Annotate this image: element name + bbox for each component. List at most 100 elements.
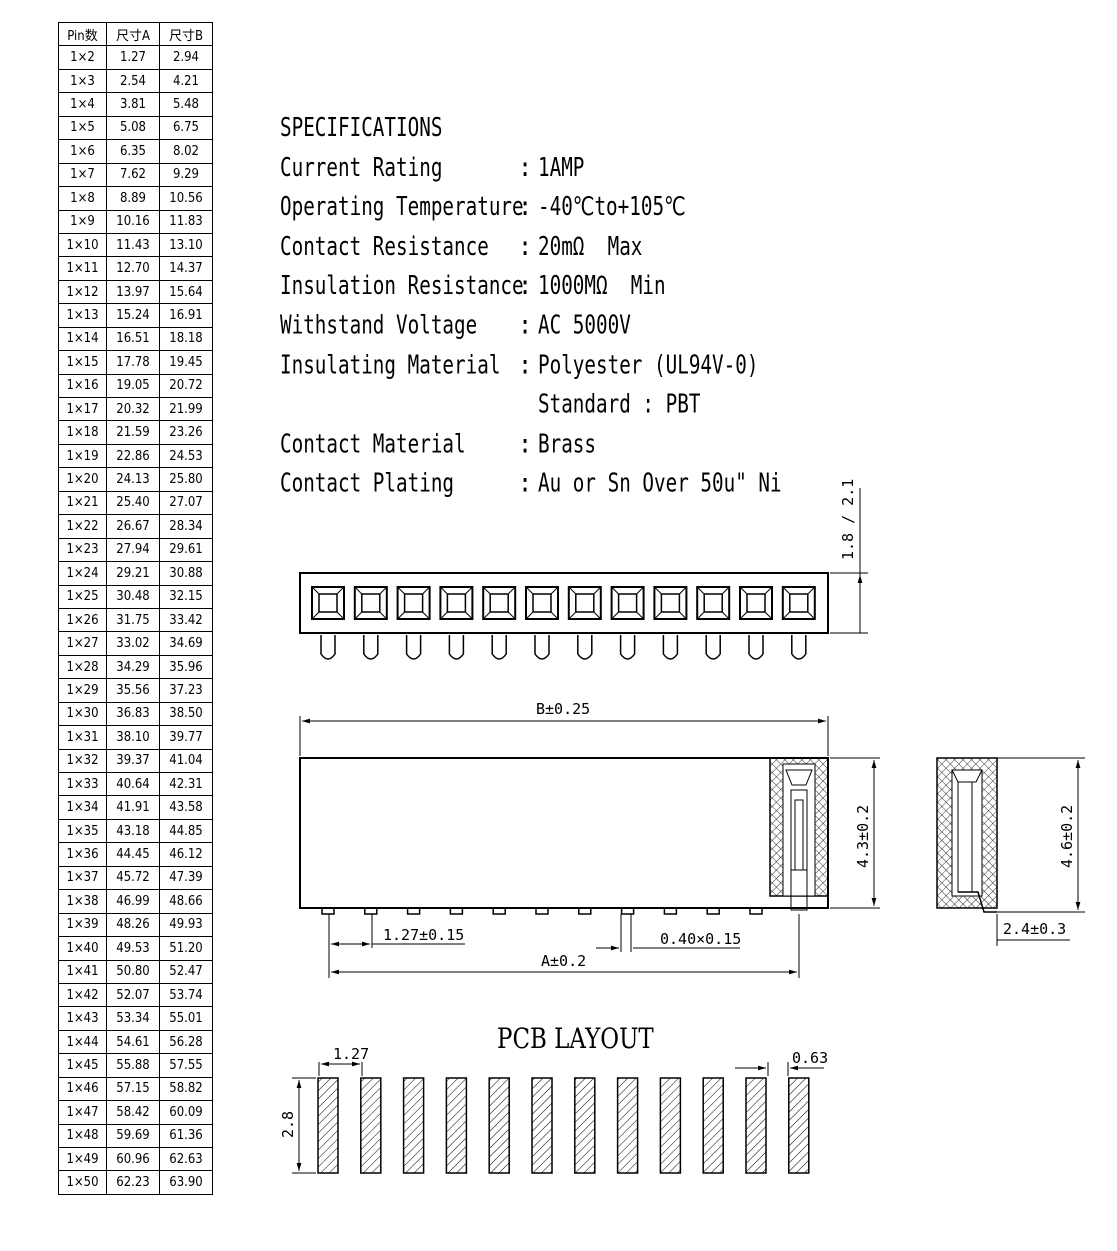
pin-count-cell: 1×22 bbox=[58, 514, 107, 539]
socket-inner bbox=[361, 593, 381, 613]
pin-size-label: 0.40×0.15 bbox=[660, 930, 741, 948]
size-b-cell: 37.23 bbox=[159, 678, 213, 703]
socket-inner bbox=[532, 593, 552, 613]
pin-tail bbox=[619, 635, 636, 660]
pcb-pad bbox=[659, 1077, 682, 1174]
pin-tail bbox=[320, 635, 336, 660]
socket-outer bbox=[610, 586, 645, 620]
spec-colon: : bbox=[518, 191, 533, 222]
size-b-cell: 46.12 bbox=[159, 842, 213, 867]
size-b-cell: 62.63 bbox=[159, 1146, 213, 1172]
pin-count-cell: 1×34 bbox=[58, 795, 107, 820]
pin-stub bbox=[535, 907, 549, 915]
pin-stub bbox=[492, 907, 506, 915]
size-b-cell: 44.85 bbox=[159, 818, 213, 844]
size-b-cell: 15.64 bbox=[159, 279, 213, 305]
pcb-pad bbox=[360, 1077, 382, 1174]
pin-count-cell: 1×19 bbox=[58, 443, 107, 469]
side-height-label: 4.6±0.2 bbox=[1058, 805, 1076, 868]
socket-inner bbox=[489, 593, 509, 613]
pin-tail bbox=[448, 635, 465, 660]
spec-value: AC 5000V bbox=[538, 309, 631, 341]
size-a-cell: 36.83 bbox=[106, 701, 160, 727]
pitch-label: 1.27±0.15 bbox=[383, 926, 464, 944]
socket-outer bbox=[353, 586, 388, 620]
size-a-cell: 33.02 bbox=[106, 631, 160, 656]
size-b-cell: 49.93 bbox=[159, 912, 213, 938]
socket-outer bbox=[439, 586, 474, 620]
size-a-cell: 54.61 bbox=[106, 1029, 160, 1055]
size-a-cell: 46.99 bbox=[106, 889, 160, 914]
pin-tail bbox=[363, 635, 379, 660]
size-b-cell: 63.90 bbox=[159, 1170, 213, 1195]
pin-count-cell: 1×12 bbox=[58, 279, 107, 305]
size-a-cell: 49.53 bbox=[106, 936, 160, 961]
spec-value: 1AMP bbox=[538, 151, 585, 183]
spec-row: Operating Temperature:-40℃to+105℃ bbox=[280, 187, 835, 227]
header-size-a: 尺寸A bbox=[106, 21, 160, 47]
pin-row bbox=[320, 635, 807, 660]
socket-corner bbox=[696, 586, 730, 620]
pin-count-cell: 1×45 bbox=[58, 1053, 107, 1078]
size-b-cell: 47.39 bbox=[159, 865, 213, 891]
socket-corner bbox=[311, 586, 345, 620]
socket-inner bbox=[703, 593, 723, 613]
pcb-pad bbox=[574, 1077, 596, 1174]
size-a-cell: 19.05 bbox=[106, 373, 160, 399]
spec-value: -40℃to+105℃ bbox=[538, 191, 686, 222]
size-b-cell: 58.82 bbox=[159, 1076, 213, 1102]
size-b-cell: 57.55 bbox=[159, 1053, 213, 1078]
spec-value: Polyester (UL94V-0) bbox=[538, 349, 759, 380]
pin-count-cell: 1×43 bbox=[58, 1006, 107, 1031]
size-a-cell: 50.80 bbox=[106, 959, 160, 984]
pin-count-cell: 1×16 bbox=[58, 373, 107, 399]
size-a-cell: 31.75 bbox=[106, 607, 160, 633]
front-height-label: 4.3±0.2 bbox=[854, 805, 872, 868]
socket-corner bbox=[354, 586, 388, 620]
size-b-cell: 6.75 bbox=[159, 115, 213, 141]
pcb-pad-row bbox=[317, 1077, 810, 1174]
socket-outer bbox=[781, 586, 816, 620]
spec-row: Withstand Voltage:AC 5000V bbox=[280, 306, 835, 346]
pin-count-cell: 1×44 bbox=[58, 1029, 107, 1055]
pin-count-cell: 1×9 bbox=[58, 209, 107, 234]
socket-corner bbox=[440, 586, 473, 620]
pin-tail bbox=[405, 635, 422, 660]
size-b-cell: 29.61 bbox=[159, 537, 213, 563]
header-pin-count: Pin数 bbox=[58, 21, 107, 47]
size-a-cell: 38.10 bbox=[106, 725, 160, 750]
height-top-label: 1.8 / 2.1 bbox=[839, 479, 857, 560]
pin-count-cell: 1×48 bbox=[58, 1123, 107, 1149]
size-a-cell: 15.24 bbox=[106, 303, 160, 328]
pin-count-cell: 1×6 bbox=[58, 139, 107, 164]
spec-value: Au or Sn Over 50u" Ni bbox=[538, 468, 782, 499]
socket-corner bbox=[482, 586, 516, 620]
pin-count-cell: 1×24 bbox=[58, 561, 107, 586]
socket-corner bbox=[654, 586, 687, 620]
connector-front-view: B±0.25 4.3±0.2 1.27±0.15 0.40×0.15 A±0.2 bbox=[299, 700, 880, 978]
socket-inner bbox=[403, 593, 424, 613]
socket-inner bbox=[318, 593, 338, 613]
size-b-cell: 14.37 bbox=[159, 256, 213, 281]
spec-label: Withstand Voltage bbox=[280, 309, 478, 341]
